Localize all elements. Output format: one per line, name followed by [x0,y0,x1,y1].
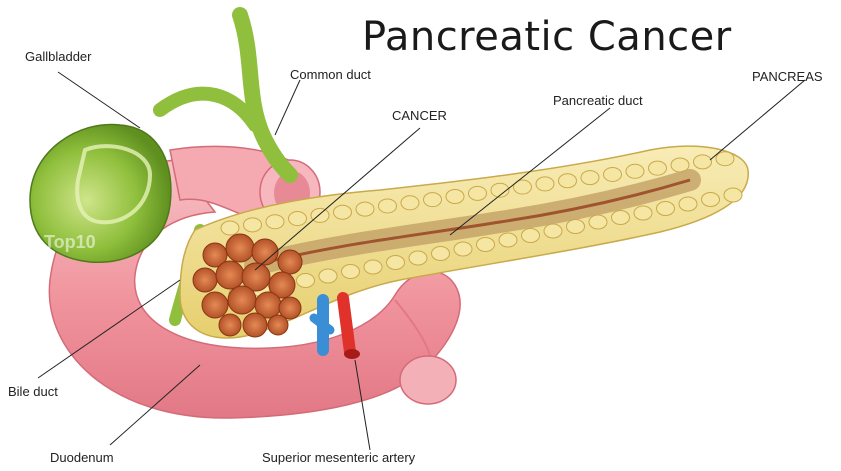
pancreas-lobule [244,218,262,232]
pancreas-lobule [342,265,360,279]
tumor-cell [278,250,302,274]
pancreas-lobule [424,193,442,207]
pancreas-lobule [356,202,374,216]
tumor-cell [219,314,241,336]
pancreas-lobule [716,152,734,166]
pancreas-lobule [401,196,419,210]
pancreas-lobule [559,174,577,188]
label-duodenum: Duodenum [50,450,114,465]
tumor-cell [226,234,254,262]
pancreas-lobule [379,199,397,213]
pancreas-lobule [297,274,315,288]
pancreas-lobule [499,233,517,247]
tumor-cell [268,315,288,335]
pancreas-lobule [289,212,307,226]
label-common-duct: Common duct [290,67,371,82]
tumor-cell [193,268,217,292]
pancreas-lobule [626,164,644,178]
label-bile-duct: Bile duct [8,384,58,399]
pancreas-lobule [589,215,607,229]
pancreas-lobule [612,211,630,225]
pancreas-lobule [604,167,622,181]
label-pancreatic-duct: Pancreatic duct [553,93,643,108]
pancreas-lobule [634,206,652,220]
tumor-cell [243,313,267,337]
pancreas-lobule [724,188,742,202]
pancreas-lobule [649,161,667,175]
label-artery: Superior mesenteric artery [262,450,415,465]
pancreas-lobule [469,186,487,200]
pancreas-lobule [432,247,450,261]
pancreas-lobule [679,197,697,211]
page-title: Pancreatic Cancer [362,14,732,60]
pancreas-lobule [364,260,382,274]
pancreas-lobule [522,229,540,243]
pancreas-lobule [311,208,329,222]
pancreas-lobule [657,202,675,216]
pancreas-lobule [694,155,712,169]
watermark: Top10 [44,232,96,253]
pancreas-lobule [477,238,495,252]
label-cancer: CANCER [392,108,447,123]
pancreas-lobule [454,242,472,256]
pancreas-lobule [221,221,239,235]
tumor-cell [216,261,244,289]
pancreas-lobule [266,215,284,229]
tumor-cell [228,286,256,314]
tumor-cell [202,292,228,318]
pancreas-lobule [536,177,554,191]
pancreas-lobule [387,256,405,270]
pancreas-lobule [544,224,562,238]
pancreas-lobule [581,171,599,185]
pancreas-lobule [334,205,352,219]
pancreas-lobule [446,190,464,204]
pancreas-lobule [702,193,720,207]
label-pancreas: PANCREAS [752,69,823,84]
pancreas-lobule [319,269,337,283]
pancreas-lobule [409,251,427,265]
pancreas-lobule [567,220,585,234]
label-gallbladder: Gallbladder [25,49,92,64]
